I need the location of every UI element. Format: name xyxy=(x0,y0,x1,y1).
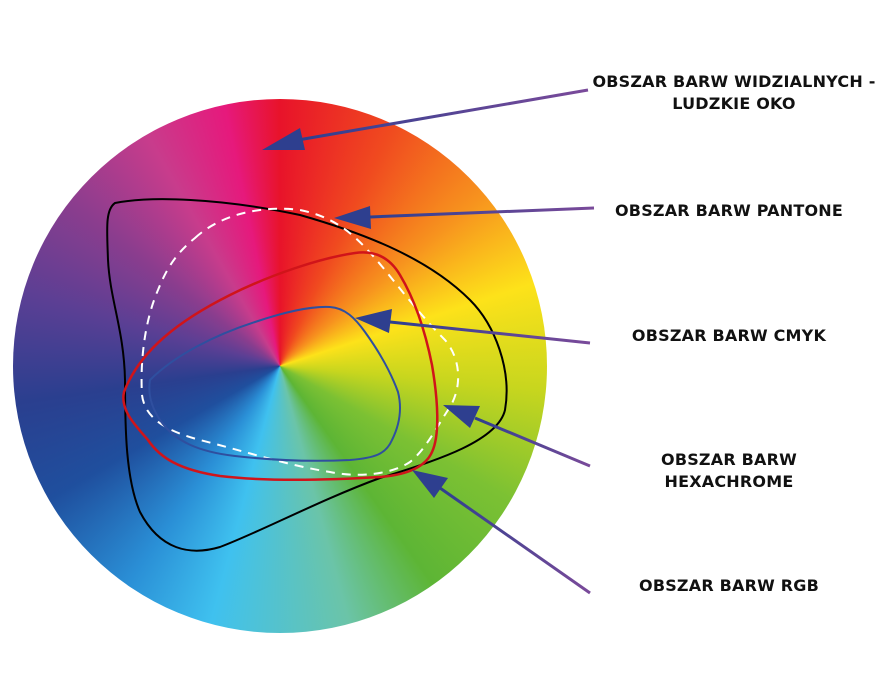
cmyk-gamut-outline xyxy=(148,305,402,462)
pantone-gamut-outline xyxy=(106,198,508,552)
label-rgb-gamut: OBSZAR BARW RGB xyxy=(639,576,819,595)
arrow-cmyk xyxy=(355,309,591,345)
label-cmyk-gamut: OBSZAR BARW CMYK xyxy=(631,326,827,345)
label-pantone-gamut: OBSZAR BARW PANTONE xyxy=(615,201,843,220)
hexachrome-gamut-outline xyxy=(140,207,460,476)
label-visible-gamut: OBSZAR BARW WIDZIALNYCH - LUDZKIE OKO xyxy=(592,72,876,113)
arrow-hexachrome xyxy=(443,405,591,468)
label-hexachrome-gamut: OBSZAR BARW HEXACHROME xyxy=(661,450,797,491)
rgb-gamut-outline xyxy=(122,251,439,482)
arrow-pantone xyxy=(334,206,595,229)
arrow-visible xyxy=(262,88,589,150)
arrow-rgb xyxy=(412,470,591,595)
